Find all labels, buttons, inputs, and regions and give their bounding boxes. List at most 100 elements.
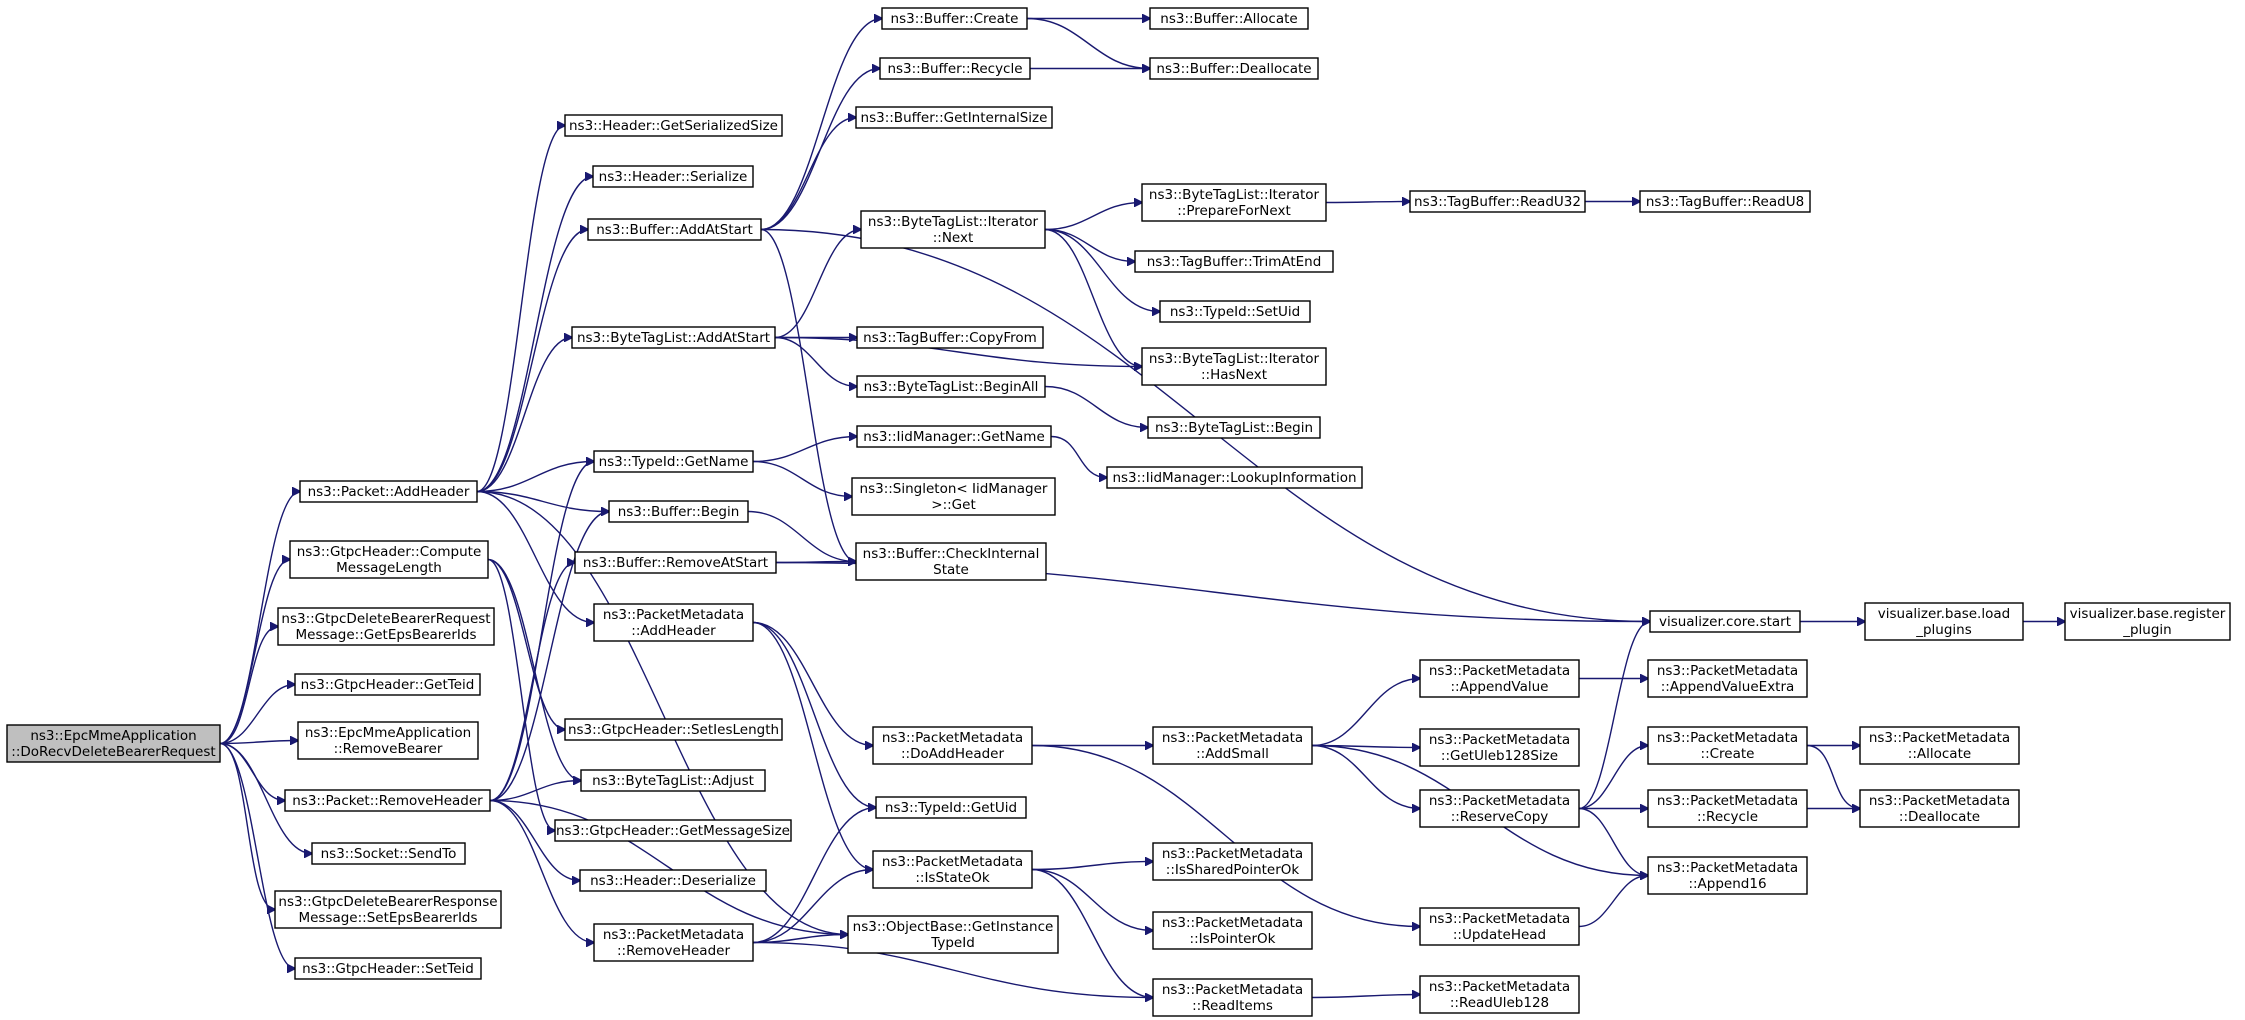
node-pm_reservecopy[interactable]: ns3::PacketMetadata::ReserveCopy (1419, 789, 1580, 828)
node-iidm_lookupinfo[interactable]: ns3::IidManager::LookupInformation (1106, 466, 1363, 489)
node-box (881, 7, 1028, 30)
node-pm_ispointerok[interactable]: ns3::PacketMetadata::IsPointerOk (1152, 911, 1313, 950)
node-pm_doaddheader[interactable]: ns3::PacketMetadata::DoAddHeader (872, 726, 1033, 765)
node-pm_readuleb128[interactable]: ns3::PacketMetadata::ReadUleb128 (1419, 975, 1580, 1014)
node-gtpc_setieslength[interactable]: ns3::GtpcHeader::SetIesLength (564, 718, 783, 741)
node-pm_isstateok[interactable]: ns3::PacketMetadata::IsStateOk (872, 850, 1033, 889)
node-viz_core_start[interactable]: visualizer.core.start (1649, 610, 1801, 633)
node-buf_getinternalsize[interactable]: ns3::Buffer::GetInternalSize (855, 106, 1053, 129)
node-pm_append16[interactable]: ns3::PacketMetadata::Append16 (1647, 856, 1808, 895)
node-label: ns3::PacketMetadata (1657, 663, 1798, 679)
node-buf_create[interactable]: ns3::Buffer::Create (881, 7, 1028, 30)
node-pm_getuleb128size[interactable]: ns3::PacketMetadata::GetUleb128Size (1419, 728, 1580, 767)
node-box (1419, 659, 1580, 698)
node-label: ns3::Buffer::AddAtStart (596, 222, 753, 238)
node-btl_addatstart[interactable]: ns3::ByteTagList::AddAtStart (571, 326, 776, 349)
node-label: ns3::TypeId::SetUid (1170, 304, 1300, 320)
node-buf_removeatstart[interactable]: ns3::Buffer::RemoveAtStart (574, 551, 777, 574)
node-label: ::DoRecvDeleteBearerRequest (11, 744, 215, 760)
node-pm_allocate[interactable]: ns3::PacketMetadata::Allocate (1859, 726, 2020, 765)
node-buf_allocate[interactable]: ns3::Buffer::Allocate (1149, 7, 1309, 30)
node-typeid_getname[interactable]: ns3::TypeId::GetName (593, 450, 754, 473)
node-tagbuf_readu8[interactable]: ns3::TagBuffer::ReadU8 (1639, 190, 1811, 213)
node-singleton_get[interactable]: ns3::Singleton< IidManager >::Get (851, 477, 1056, 516)
node-label: ns3::PacketMetadata (1429, 911, 1570, 927)
node-gtpc_setteid[interactable]: ns3::GtpcHeader::SetTeid (294, 957, 482, 980)
edge-layer (219, 19, 2065, 998)
node-label: ns3::TagBuffer::CopyFrom (863, 330, 1037, 346)
node-pm_create[interactable]: ns3::PacketMetadata::Create (1647, 726, 1808, 765)
node-pm_recycle[interactable]: ns3::PacketMetadata::Recycle (1647, 789, 1808, 828)
node-buf_recycle[interactable]: ns3::Buffer::Recycle (879, 57, 1031, 80)
node-pm_addheader[interactable]: ns3::PacketMetadata::AddHeader (593, 603, 754, 642)
edge-btl_it_preparefornext-to-tagbuf_readu32 (1325, 202, 1410, 203)
node-viz_load_plugins[interactable]: visualizer.base.load_plugins (1864, 602, 2024, 641)
edge-root-to-socket_sendto (219, 742, 312, 854)
node-label: ns3::Singleton< IidManager (860, 481, 1048, 497)
node-tagbuf_copyfrom[interactable]: ns3::TagBuffer::CopyFrom (856, 326, 1044, 349)
node-box (294, 957, 482, 980)
node-pm_updatehead[interactable]: ns3::PacketMetadata::UpdateHead (1419, 907, 1580, 946)
node-gtpc_getmsgsize[interactable]: ns3::GtpcHeader::GetMessageSize (554, 819, 792, 842)
node-label: ns3::PacketMetadata (1869, 793, 2010, 809)
node-label: visualizer.base.load (1878, 606, 2010, 622)
node-label: ns3::PacketMetadata (882, 730, 1023, 746)
node-typeid_getuid[interactable]: ns3::TypeId::GetUid (875, 796, 1027, 819)
node-hdr_serialize[interactable]: ns3::Header::Serialize (592, 165, 754, 188)
node-pm_readitems[interactable]: ns3::PacketMetadata::ReadItems (1152, 978, 1313, 1017)
node-iidm_getname[interactable]: ns3::IidManager::GetName (856, 425, 1052, 448)
node-tagbuf_readu32[interactable]: ns3::TagBuffer::ReadU32 (1409, 190, 1586, 213)
node-pm_deallocate[interactable]: ns3::PacketMetadata::Deallocate (1859, 789, 2020, 828)
node-label: ns3::Header::Serialize (599, 169, 748, 185)
node-box (851, 477, 1056, 516)
node-label: ns3::PacketMetadata (1162, 846, 1303, 862)
node-box (593, 450, 754, 473)
node-label: ns3::PacketMetadata (882, 854, 1023, 870)
node-socket_sendto[interactable]: ns3::Socket::SendTo (311, 842, 466, 865)
edge-pkt_removeheader-to-typeid_getname (489, 462, 594, 802)
node-hdr_getsersize[interactable]: ns3::Header::GetSerializedSize (564, 114, 783, 137)
node-pkt_addheader[interactable]: ns3::Packet::AddHeader (299, 480, 478, 503)
node-epc_removebearer[interactable]: ns3::EpcMmeApplication::RemoveBearer (297, 721, 479, 760)
node-gtpc_delreq_get[interactable]: ns3::GtpcDeleteBearerRequestMessage::Get… (277, 607, 495, 646)
node-tagbuf_trimatend[interactable]: ns3::TagBuffer::TrimAtEnd (1134, 250, 1334, 273)
node-pm_issharedpointerok[interactable]: ns3::PacketMetadata::IsSharedPointerOk (1152, 842, 1313, 881)
node-btl_begin[interactable]: ns3::ByteTagList::Begin (1147, 416, 1321, 439)
node-btl_it_preparefornext[interactable]: ns3::ByteTagList::Iterator::PrepareForNe… (1141, 183, 1327, 222)
node-gtpc_getteid[interactable]: ns3::GtpcHeader::GetTeid (294, 673, 481, 696)
node-btl_adjust[interactable]: ns3::ByteTagList::Adjust (580, 769, 766, 792)
node-box (554, 819, 792, 842)
node-buf_deallocate[interactable]: ns3::Buffer::Deallocate (1149, 57, 1319, 80)
node-btl_it_hasnext[interactable]: ns3::ByteTagList::Iterator::HasNext (1141, 347, 1327, 386)
node-box (1409, 190, 1586, 213)
node-pkt_removeheader[interactable]: ns3::Packet::RemoveHeader (284, 789, 491, 812)
node-pm_appendvalueextra[interactable]: ns3::PacketMetadata::AppendValueExtra (1647, 659, 1808, 698)
node-buf_addatstart[interactable]: ns3::Buffer::AddAtStart (587, 218, 762, 241)
node-root[interactable]: ns3::EpcMmeApplication::DoRecvDeleteBear… (6, 724, 221, 763)
node-btl_it_next[interactable]: ns3::ByteTagList::Iterator::Next (860, 210, 1046, 249)
node-label: ns3::TagBuffer::ReadU8 (1646, 194, 1804, 210)
node-viz_register_plugin[interactable]: visualizer.base.register_plugin (2064, 602, 2231, 641)
edge-root-to-epc_removebearer (219, 741, 298, 744)
edge-buf_addatstart-to-buf_checkinternal (760, 228, 856, 562)
node-box (1419, 907, 1580, 946)
node-label: ns3::PacketMetadata (1429, 732, 1570, 748)
node-hdr_deserialize[interactable]: ns3::Header::Deserialize (579, 869, 767, 892)
node-buf_begin[interactable]: ns3::Buffer::Begin (608, 500, 749, 523)
node-gtpc_delresp_set[interactable]: ns3::GtpcDeleteBearerResponseMessage::Se… (274, 890, 502, 929)
node-typeid_setuid[interactable]: ns3::TypeId::SetUid (1159, 300, 1311, 323)
edge-pkt_removeheader-to-pm_removeheader (489, 799, 594, 943)
node-pm_appendvalue[interactable]: ns3::PacketMetadata::AppendValue (1419, 659, 1580, 698)
node-box (860, 210, 1046, 249)
node-pm_addsmall[interactable]: ns3::PacketMetadata::AddSmall (1152, 726, 1313, 765)
node-pm_removeheader[interactable]: ns3::PacketMetadata::RemoveHeader (593, 923, 754, 962)
node-box (284, 789, 491, 812)
node-btl_beginall[interactable]: ns3::ByteTagList::BeginAll (856, 375, 1046, 398)
edge-btl_addatstart-to-btl_it_hasnext (774, 336, 1142, 367)
node-label: ns3::Buffer::Recycle (887, 61, 1022, 77)
node-box (1859, 789, 2020, 828)
node-label: ns3::PacketMetadata (1162, 730, 1303, 746)
